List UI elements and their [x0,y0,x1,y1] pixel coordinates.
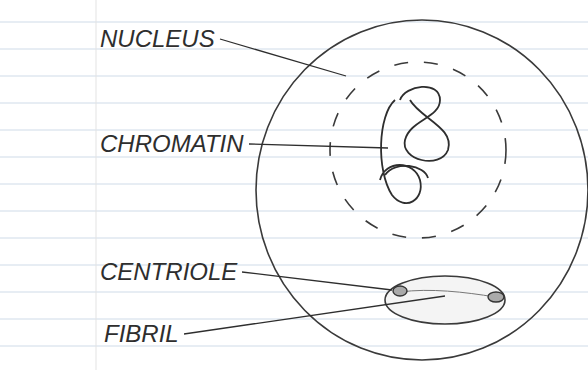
cell-membrane [256,20,588,360]
part-label: CHROMATIN [100,132,244,156]
leader-line [220,39,346,76]
part-label: CENTRIOLE [100,260,237,284]
leader-line [249,144,388,148]
leader-line [242,272,392,290]
part-label: NUCLEUS [100,27,215,51]
spindle-outline [385,276,505,324]
part-label: FIBRIL [104,322,179,346]
centriole-dot [393,286,407,296]
fibril-strand [400,290,495,297]
margin-line [96,0,97,370]
nuclear-envelope [330,62,506,238]
leader-line [184,296,445,334]
leader-lines [184,39,445,334]
chromatin-loops [380,87,449,203]
centriole-dot [488,292,504,302]
